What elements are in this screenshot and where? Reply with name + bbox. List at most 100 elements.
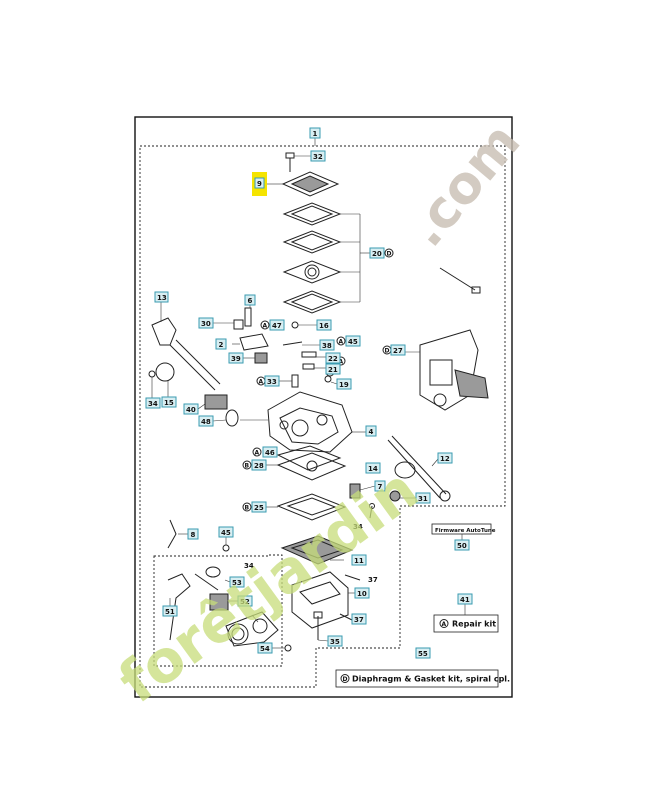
diaphragm-stack [281, 171, 370, 314]
label-37a: 37 [368, 576, 378, 584]
svg-text:33: 33 [267, 378, 277, 386]
svg-text:2: 2 [219, 341, 224, 349]
tag-32: 32 [310, 150, 326, 162]
svg-text:15: 15 [164, 399, 174, 407]
svg-text:A: A [263, 323, 268, 330]
throttle-shaft [148, 302, 239, 427]
svg-text:12: 12 [440, 455, 450, 463]
metering-cover [280, 535, 354, 565]
svg-text:B: B [245, 505, 250, 512]
svg-text:51: 51 [165, 608, 175, 616]
svg-text:A: A [255, 450, 260, 457]
svg-text:35: 35 [330, 638, 340, 646]
tag-16: 16 [316, 319, 332, 331]
tag-46: 46 [262, 446, 278, 458]
screw-34-middle [369, 503, 375, 519]
tag-33: 33 [264, 375, 280, 387]
svg-text:28: 28 [254, 462, 264, 470]
repair-kit-marker: A [442, 621, 447, 628]
tag-25: 25 [251, 501, 267, 513]
pump-body [291, 571, 361, 642]
svg-text:52: 52 [240, 598, 250, 606]
svg-text:7: 7 [378, 483, 383, 491]
diaphragm-kit-label: Diaphragm & Gasket kit, spiral cpl. [352, 675, 510, 684]
svg-text:6: 6 [248, 297, 253, 305]
tag-45b: 45 [218, 526, 234, 538]
svg-text:30: 30 [201, 320, 211, 328]
choke-linkage [349, 435, 451, 502]
svg-text:21: 21 [328, 366, 338, 374]
firmware-label: Firmware AutoTune [435, 528, 496, 534]
tag-6: 6 [244, 294, 256, 306]
tag-11: 11 [351, 554, 367, 566]
tag-47: 47 [269, 319, 285, 331]
svg-text:47: 47 [272, 322, 282, 330]
tag-8: 8 [187, 528, 199, 540]
tag-30: 30 [198, 317, 214, 329]
repair-kit-box [433, 614, 499, 633]
label-34c: 34 [244, 562, 254, 570]
long-screw [439, 267, 481, 294]
svg-text:53: 53 [232, 579, 242, 587]
tag-40: 40 [183, 403, 199, 415]
svg-text:A: A [339, 339, 344, 346]
tag-28: 28 [251, 459, 267, 471]
svg-text:4: 4 [369, 428, 374, 436]
tag-13: 13 [154, 291, 169, 303]
svg-text:1: 1 [313, 130, 318, 138]
tag-53: 53 [229, 576, 245, 588]
svg-text:45: 45 [221, 529, 231, 537]
tag-34a: 34 [145, 397, 161, 409]
tag-51: 51 [162, 605, 178, 617]
svg-text:10: 10 [357, 590, 367, 598]
svg-text:40: 40 [186, 406, 196, 414]
firmware-box [431, 523, 492, 535]
tag-45a: 45 [345, 335, 361, 347]
tag-9: 9 [254, 177, 265, 189]
tag-20: 20 [369, 247, 385, 259]
svg-text:22: 22 [328, 355, 338, 363]
tag-12: 12 [437, 452, 453, 464]
tag-4: 4 [365, 425, 377, 437]
svg-text:20: 20 [372, 250, 382, 258]
svg-text:41: 41 [460, 596, 470, 604]
fuel-pump-assembly [402, 329, 489, 411]
svg-text:A: A [259, 379, 264, 386]
assembly-boundary [139, 145, 506, 688]
svg-text:32: 32 [313, 153, 323, 161]
tag-55: 55 [415, 647, 431, 659]
diaphragm-kit-box [335, 669, 499, 688]
tag-38: 38 [319, 339, 335, 351]
svg-text:A: A [339, 359, 344, 366]
tag-54: 54 [257, 642, 273, 654]
wire-8 [167, 519, 188, 549]
svg-text:45: 45 [348, 338, 358, 346]
svg-text:16: 16 [319, 322, 329, 330]
tag-10: 10 [354, 587, 370, 599]
tag-15: 15 [161, 396, 177, 408]
svg-text:54: 54 [260, 645, 270, 653]
carburetor-body [240, 391, 368, 453]
lower-gaskets [264, 445, 347, 521]
tag-2: 2 [215, 338, 227, 350]
svg-text:D: D [387, 251, 392, 258]
svg-text:14: 14 [368, 465, 378, 473]
tag-19: 19 [336, 378, 352, 390]
tag-31: 31 [415, 492, 431, 504]
tag-41: 41 [457, 593, 473, 605]
tag-22: 22 [325, 352, 341, 364]
tag-50: 50 [454, 539, 470, 551]
tag-7: 7 [374, 480, 386, 492]
tag-1: 1 [309, 127, 321, 139]
svg-text:8: 8 [191, 531, 196, 539]
svg-text:39: 39 [231, 355, 241, 363]
tag-14: 14 [365, 462, 381, 474]
repair-kit-label: Repair kit [452, 620, 496, 629]
svg-text:31: 31 [418, 495, 428, 503]
svg-text:B: B [245, 463, 250, 470]
svg-text:25: 25 [254, 504, 264, 512]
svg-text:48: 48 [201, 418, 211, 426]
svg-text:46: 46 [265, 449, 275, 457]
tag-48: 48 [198, 415, 214, 427]
